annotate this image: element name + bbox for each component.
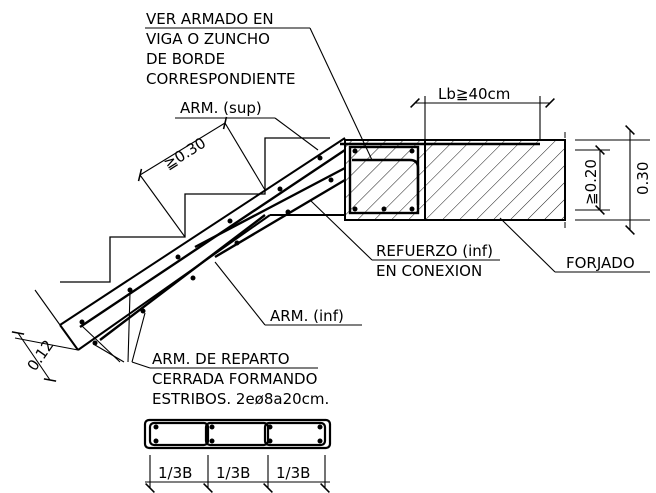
ver-armado-line4: CORRESPONDIENTE [146,70,296,88]
leader-reparto [81,292,318,369]
leader-refuerzo [309,199,500,261]
ver-armado-line1: VER ARMADO EN [146,10,274,28]
forjado-label: FORJADO [566,254,635,272]
thickness-dimension [11,289,79,382]
slope-dimension-label: ≧0.30 [161,134,210,174]
thirds-dimension [145,455,330,493]
slope-dimension [137,116,266,238]
right-dimensions [575,125,650,235]
third-label-2: 1/3B [216,464,250,482]
stirrup-section [143,418,332,450]
leader-ver-armado [145,27,373,161]
arm-sup-label: ARM. (sup) [180,99,262,117]
total-depth-label: 0.30 [634,162,652,195]
stirrup-rebar-dots [153,424,323,444]
third-label-3: 1/3B [276,464,310,482]
leader-arm-inf [214,261,362,326]
edge-beam [344,139,426,221]
floor-slab [340,132,566,228]
third-label-1: 1/3B [158,464,192,482]
beam-min-label: ≧0.20 [582,159,600,205]
slab-rebar-dots [79,155,334,346]
refuerzo-line1: REFUERZO (inf) [376,242,493,260]
ver-armado-line2: VIGA O ZUNCHO [146,30,270,48]
arm-inf-label: ARM. (inf) [270,307,344,325]
ver-armado-line3: DE BORDE [146,50,225,68]
lb-dimension-label: Lb≧40cm [438,85,510,103]
thickness-label: 0.12 [24,337,58,375]
reparto-line1: ARM. DE REPARTO [152,350,290,368]
lb-dimension [410,96,555,140]
reparto-line2: CERRADA FORMANDO [152,370,317,388]
stair-steps [60,137,330,283]
leader-arm-sup [175,117,319,151]
refuerzo-line2: EN CONEXION [376,262,482,280]
stair-rebars [79,149,346,341]
leader-forjado [499,217,650,273]
reparto-line3: ESTRIBOS. 2eø8a20cm. [152,390,329,408]
